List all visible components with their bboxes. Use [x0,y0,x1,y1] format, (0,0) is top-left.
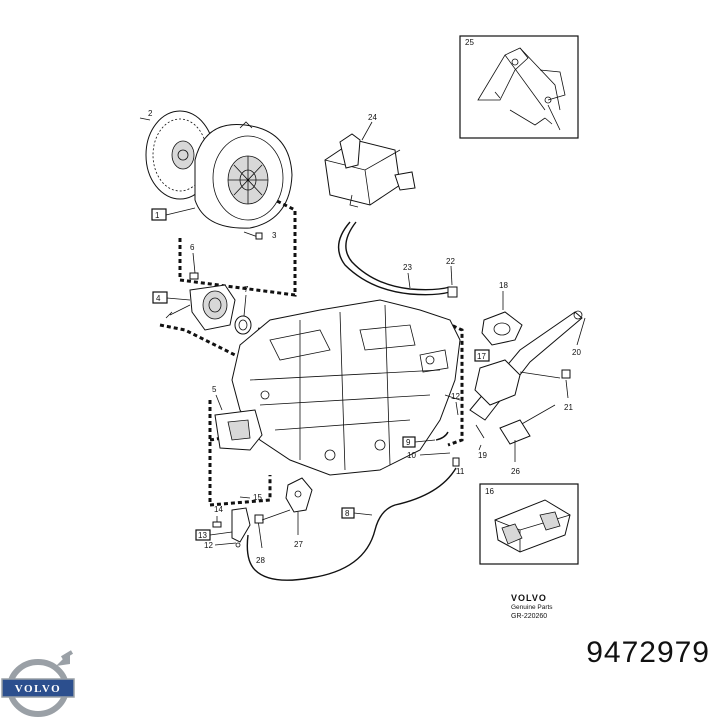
callout-3: 3 [272,231,277,240]
line-fittings: 19 9 10 11 12 [402,392,487,476]
inset-rubber-mount: 16 [479,483,579,565]
protective-cover: 5 [212,385,263,451]
callout-9: 9 [406,438,411,447]
bleed-parts: 15 14 13 12 [195,493,262,550]
callout-18: 18 [499,281,508,290]
callout-23: 23 [403,263,412,272]
reservoir: 24 [324,113,416,208]
callout-6: 6 [190,243,195,252]
callout-26: 26 [511,467,520,476]
callout-8: 8 [345,509,350,518]
callout-14: 14 [214,505,223,514]
genuine-brand: VOLVO [511,593,547,603]
callout-1: 1 [155,211,160,220]
callout-5: 5 [212,385,217,394]
bolt-6: 6 [189,243,199,280]
callout-17: 17 [477,352,486,361]
callout-20: 20 [572,348,581,357]
gearbox-housing [224,299,461,476]
callout-24: 24 [368,113,377,122]
callout-2: 2 [148,109,153,118]
callout-28: 28 [256,556,265,565]
genuine-parts-stamp: VOLVO Genuine Parts GR-220260 [511,594,591,621]
callout-16: 16 [485,487,494,496]
callout-27: 27 [294,540,303,549]
pressure-plate: 1 [151,121,293,229]
callout-12b: 12 [451,392,460,401]
logo-wordmark: VOLVO [15,683,61,695]
part-number: 9472979 [586,636,710,669]
callout-7: 7 [244,285,249,294]
callout-21: 21 [564,403,573,412]
callout-22: 22 [446,257,455,266]
release-bearing: 4 [152,284,236,331]
callout-13: 13 [198,531,207,540]
genuine-reference: GR-220260 [511,613,548,620]
callout-15: 15 [253,493,262,502]
genuine-subtitle: Genuine Parts [511,604,553,611]
nut-21: 21 [561,369,573,412]
hydraulic-line: 8 [246,467,457,581]
slave-cylinder: 26 [499,404,556,476]
callout-25: 25 [465,38,474,47]
clamp: 22 [446,257,458,298]
callout-12: 12 [204,541,213,550]
callout-10: 10 [407,451,416,460]
hose: 23 [337,221,451,296]
volvo-logo-icon: VOLVO [1,650,75,717]
gasket: 18 [481,281,523,346]
callout-19: 19 [478,451,487,460]
bracket: 27 28 [254,477,313,565]
callout-4: 4 [156,294,161,303]
inset-pedal-assembly: 25 [459,35,579,139]
callout-11: 11 [456,467,465,476]
master-cylinder: 17 [469,310,583,421]
pin-20: 20 [572,317,586,357]
bolt-3: 3 [243,231,277,240]
seal-7: 7 [234,285,252,335]
